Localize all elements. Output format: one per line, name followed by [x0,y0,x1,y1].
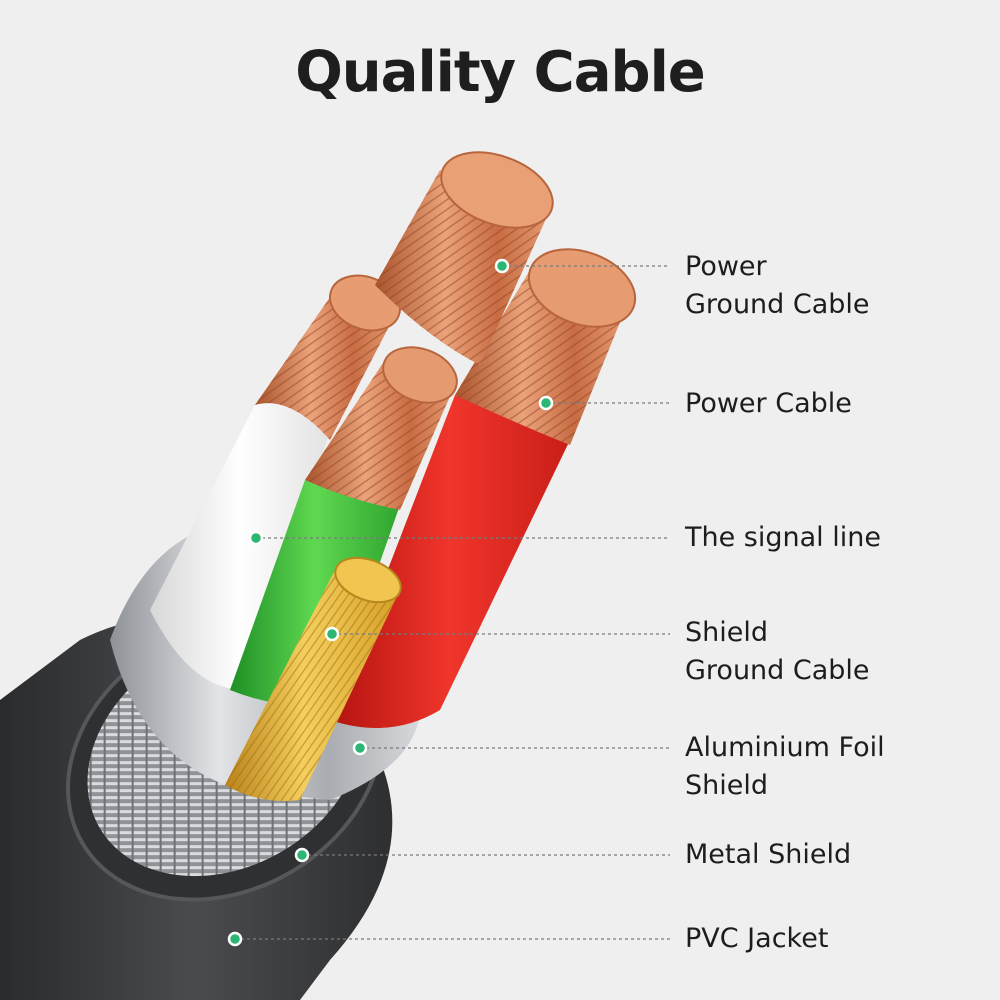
label-line: The signal line [685,522,881,553]
white-wire [150,274,401,690]
label-line: Metal Shield [685,839,852,870]
green-wire [230,346,458,706]
label-line: Shield [685,770,769,801]
label-line: Power Cable [685,388,852,419]
callout-markers [227,258,554,947]
marker-aluminium-foil-shield [352,740,368,756]
power-ground-conductor [375,151,554,365]
marker-power-cable [538,395,554,411]
label-line: Shield [685,617,769,648]
label-power-cable: Power Cable [685,385,852,423]
marker-signal-line [248,530,264,546]
callout-leaders [235,265,670,940]
gold-wire [225,556,402,801]
label-signal-line: The signal line [685,519,881,557]
diagram-title: Quality Cable [295,40,706,105]
label-line: Ground Cable [685,655,870,686]
marker-power-ground-cable [494,258,510,274]
label-metal-shield: Metal Shield [685,836,851,874]
label-aluminium-foil-shield: Aluminium Foil Shield [685,729,885,805]
label-line: PVC Jacket [685,923,829,954]
marker-shield-ground-cable [324,626,340,642]
red-wire [330,248,637,728]
label-line: Power [685,251,767,282]
label-line: Ground Cable [685,289,870,320]
label-power-ground-cable: Power Ground Cable [685,248,870,324]
label-pvc-jacket: PVC Jacket [685,920,828,958]
label-line: Aluminium Foil [685,732,885,763]
label-shield-ground-cable: Shield Ground Cable [685,614,870,690]
marker-pvc-jacket [227,931,243,947]
marker-metal-shield [294,847,310,863]
